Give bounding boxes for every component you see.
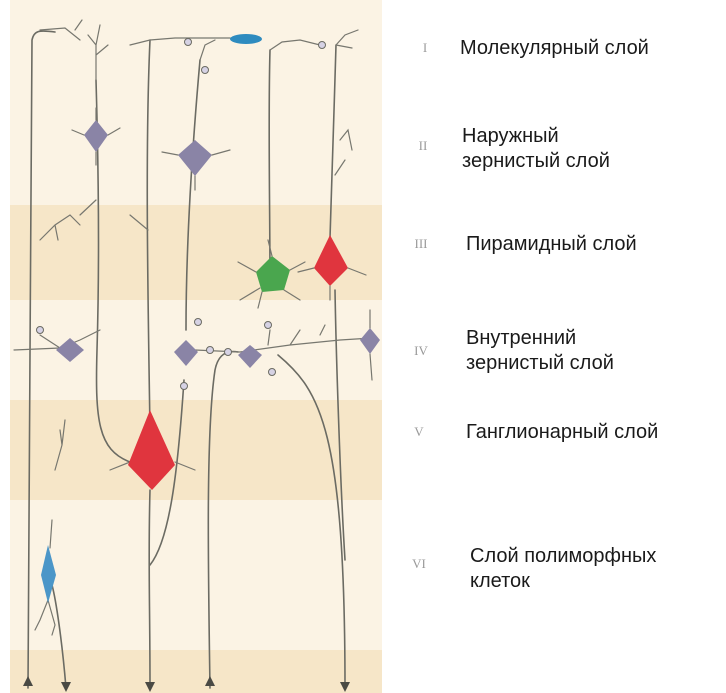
layer-2-name: Наружный зернистый слой [462,124,610,174]
bouton [195,319,202,326]
bouton [225,349,232,356]
layer-4-numeral: IV [404,343,438,359]
fiber-9 [269,50,270,290]
bouton [265,322,272,329]
layer-band-5 [10,500,382,650]
layer-1-numeral: I [408,40,442,56]
bouton [319,42,326,49]
bouton [37,327,44,334]
bouton [181,383,188,390]
layer-band-4 [10,400,382,500]
bouton [185,39,192,46]
bouton [207,347,214,354]
layer-5-numeral: V [402,424,436,440]
bouton [269,369,276,376]
fiber-4 [149,490,150,688]
layer-2-numeral: II [406,138,440,154]
neuron-blue-top [230,34,262,44]
layer-4-name: Внутренний зернистый слой [466,326,614,376]
layer-5-name: Ганглионарный слой [466,420,658,445]
layer-6-numeral: VI [402,556,436,572]
layer-3-name: Пирамидный слой [466,232,637,257]
layer-1-name: Молекулярный слой [460,36,649,61]
layer-6-name: Слой полиморфных клеток [470,544,656,594]
bouton [202,67,209,74]
layer-3-numeral: III [404,236,438,252]
